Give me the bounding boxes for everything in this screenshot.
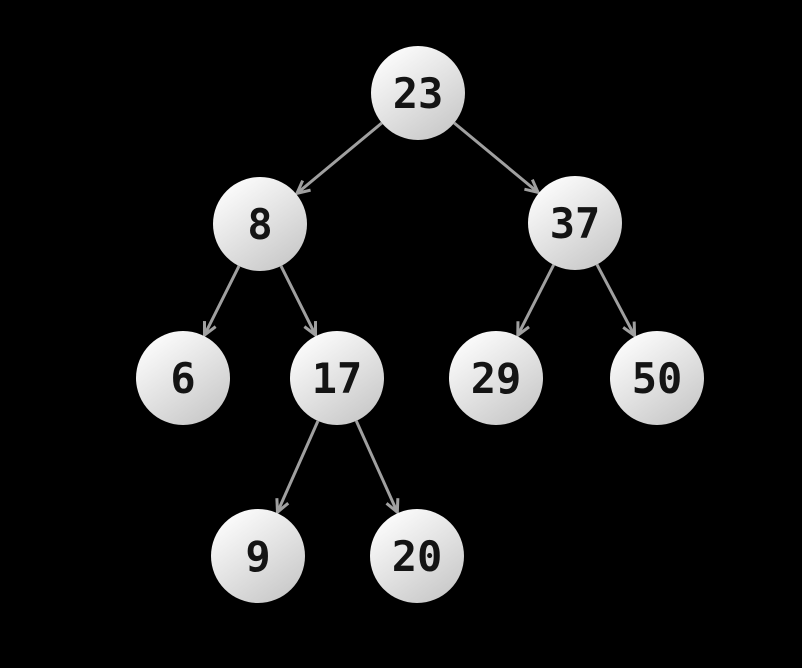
edge-line xyxy=(453,121,539,194)
edge-37-50 xyxy=(595,263,637,339)
edge-line xyxy=(276,420,320,513)
node-label: 20 xyxy=(392,532,443,581)
edge-8-6 xyxy=(202,265,241,339)
node-label: 17 xyxy=(312,354,363,403)
tree-node-23: 23 xyxy=(371,46,465,140)
node-circle xyxy=(370,509,464,603)
edge-line xyxy=(279,265,317,336)
tree-node-50: 50 xyxy=(610,331,704,425)
arrowhead-icon xyxy=(516,321,530,339)
node-circle xyxy=(610,331,704,425)
tree-node-9: 9 xyxy=(211,509,305,603)
tree-node-29: 29 xyxy=(449,331,543,425)
arrowhead-icon xyxy=(294,179,311,196)
arrowhead-icon xyxy=(303,321,318,339)
node-circle xyxy=(136,331,230,425)
tree-node-20: 20 xyxy=(370,509,464,603)
arrowhead-icon xyxy=(524,178,541,195)
tree-node-8: 8 xyxy=(213,177,307,271)
node-circle xyxy=(528,176,622,270)
tree-node-6: 6 xyxy=(136,331,230,425)
edge-line xyxy=(516,264,555,336)
node-circle xyxy=(213,177,307,271)
arrowhead-icon xyxy=(622,321,637,339)
edge-17-20 xyxy=(354,420,400,516)
edge-line xyxy=(595,263,636,337)
node-label: 29 xyxy=(471,354,522,403)
edge-23-37 xyxy=(453,121,541,195)
edge-line xyxy=(354,420,399,513)
node-label: 6 xyxy=(170,354,195,403)
arrowhead-icon xyxy=(385,498,400,516)
node-circle xyxy=(371,46,465,140)
edge-23-8 xyxy=(294,121,383,196)
node-label: 23 xyxy=(393,69,444,118)
edge-17-9 xyxy=(275,420,320,516)
edge-8-17 xyxy=(279,265,318,339)
node-circle xyxy=(449,331,543,425)
edge-line xyxy=(203,265,241,336)
node-label: 9 xyxy=(245,532,270,581)
node-label: 37 xyxy=(550,199,601,248)
edge-line xyxy=(295,121,383,195)
tree-node-37: 37 xyxy=(528,176,622,270)
arrowhead-icon xyxy=(202,321,217,339)
node-label: 8 xyxy=(247,200,272,249)
edge-37-29 xyxy=(516,264,555,339)
node-circle xyxy=(211,509,305,603)
node-label: 50 xyxy=(632,354,683,403)
node-circle xyxy=(290,331,384,425)
arrowhead-icon xyxy=(275,498,290,516)
tree-node-17: 17 xyxy=(290,331,384,425)
